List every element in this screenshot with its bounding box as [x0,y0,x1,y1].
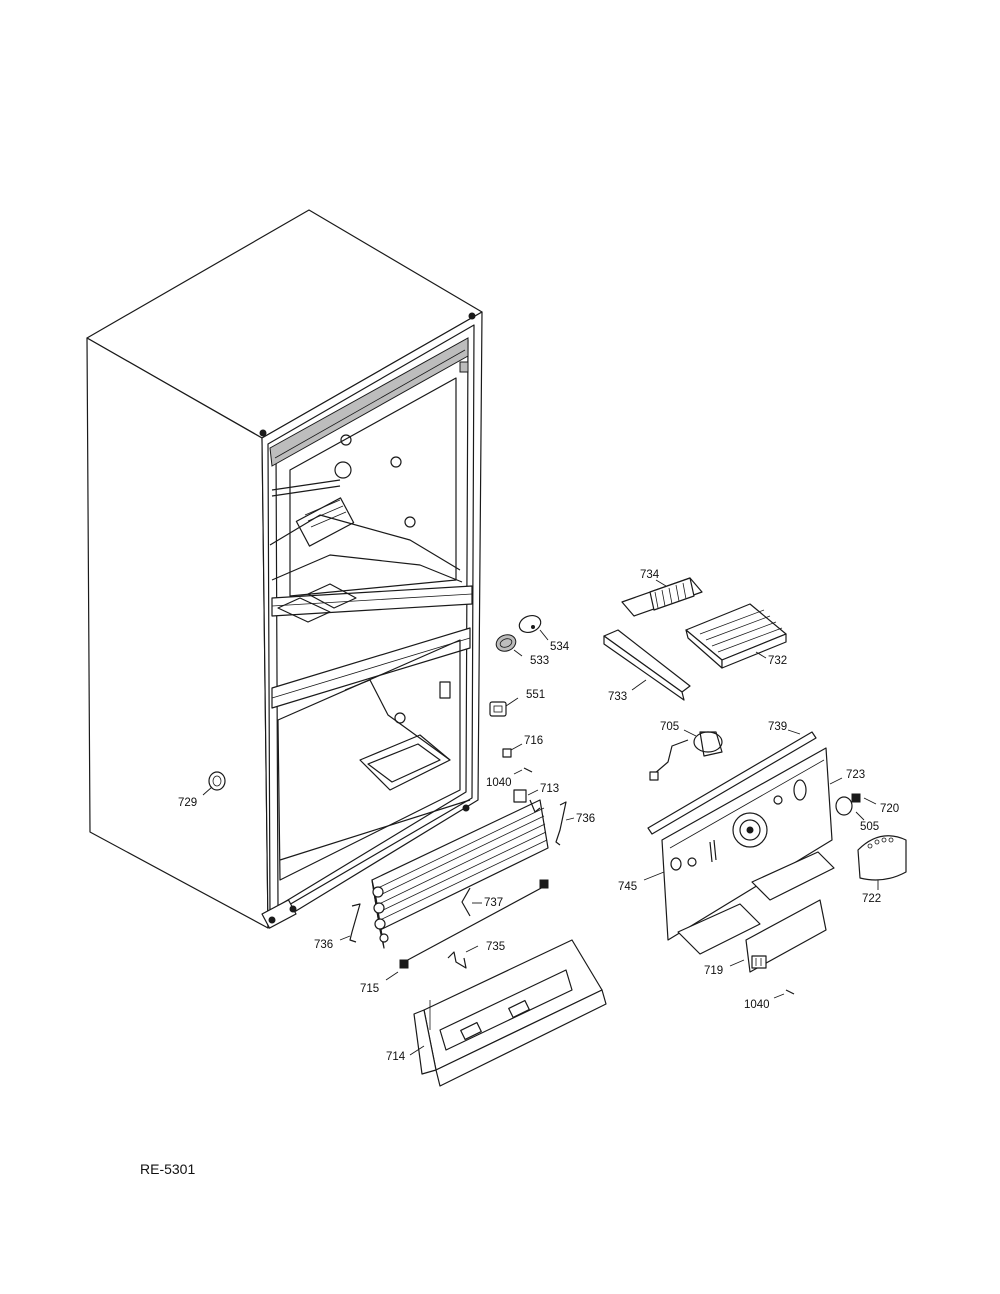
callout-729: 729 [178,797,197,809]
part-720-bulb [835,793,877,816]
callout-737: 737 [484,897,503,909]
callout-736-left: 736 [314,939,333,951]
callout-713: 713 [540,783,559,795]
part-716-clip [502,743,523,758]
callout-722: 722 [862,893,881,905]
part-739-gasket-strip [647,729,817,835]
part-714-drain-pan [409,939,607,1087]
part-715-connector [385,971,399,981]
part-729-plug [202,771,226,796]
part-732-shelf [685,603,787,669]
callout-705: 705 [660,721,679,733]
callout-720: 720 [880,803,899,815]
part-745-leader [643,871,665,881]
callout-736-right: 736 [576,813,595,825]
callout-1040-lower: 1040 [744,999,770,1011]
part-719-lower-cover [677,851,835,973]
part-736-clip-left [339,903,361,943]
callout-735: 735 [486,941,505,953]
callout-723: 723 [846,769,865,781]
part-733-rail [603,629,691,701]
callout-551: 551 [526,689,545,701]
part-533-grille [495,634,523,657]
callout-533: 533 [530,655,549,667]
callout-715: 715 [360,983,379,995]
refrigerator-cabinet [86,209,483,929]
part-1040-screw [513,767,533,775]
callout-1040: 1040 [486,777,512,789]
part-723-rear-panel [661,747,843,941]
callout-534: 534 [550,641,570,653]
part-736-clip-right [555,801,575,846]
callout-719: 719 [704,965,723,977]
callout-739: 739 [768,721,787,733]
part-713-evaporator [371,789,549,969]
callout-732: 732 [768,655,787,667]
part-705-fan-motor [649,729,723,781]
callout-745: 745 [618,881,637,893]
callout-505: 505 [860,821,879,833]
callout-733: 733 [608,691,627,703]
part-551-switch [489,697,519,717]
callout-716: 716 [524,735,543,747]
callout-714: 714 [386,1051,406,1063]
part-735-bracket [447,945,479,969]
part-534-cover [518,614,549,641]
part-737-tube [461,887,482,917]
part-722-lamp-cover [857,835,907,890]
callout-734: 734 [640,569,660,581]
part-505-lamp [855,811,865,821]
part-734-cover [621,577,703,617]
part-1040-screw-lower [773,989,795,999]
reference-code: RE-5301 [140,1161,195,1177]
